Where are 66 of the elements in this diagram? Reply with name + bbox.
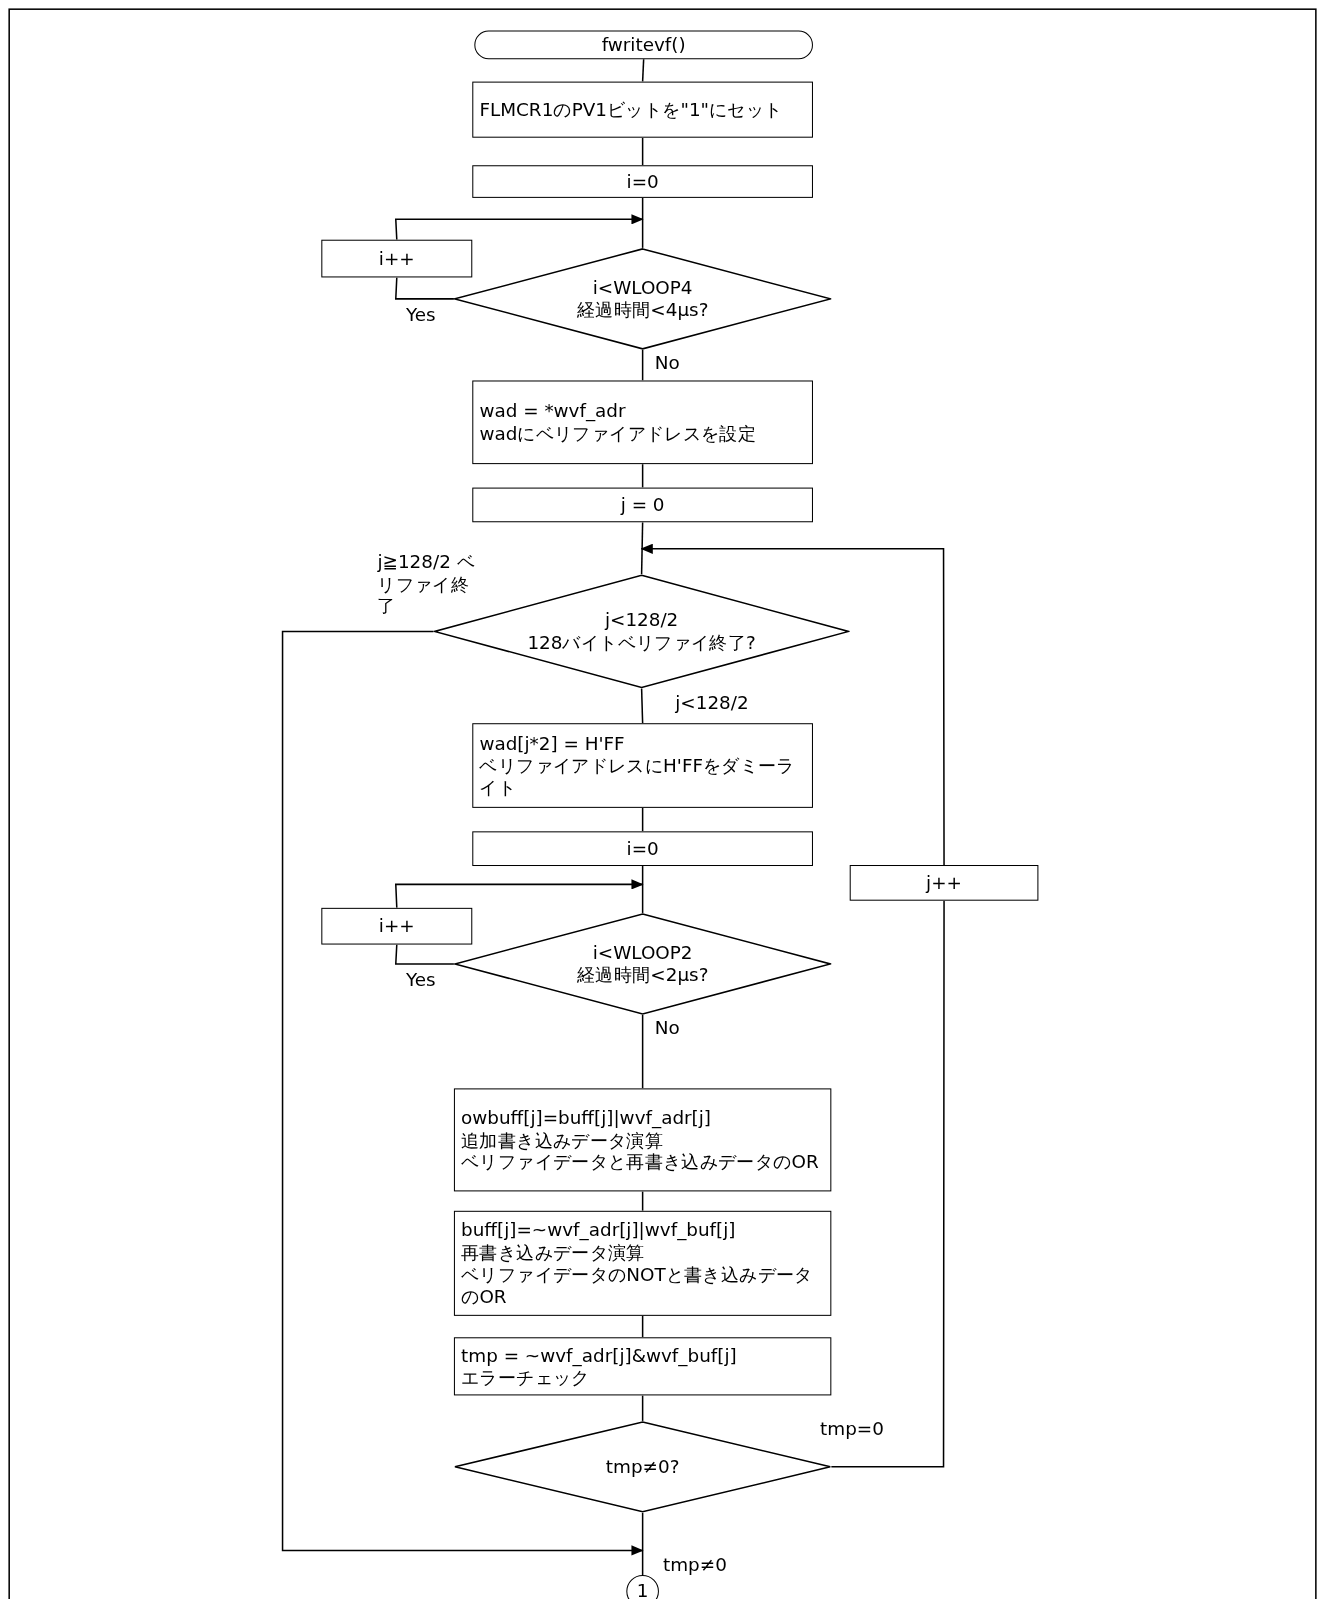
decision-diamond <box>453 247 832 350</box>
process-box <box>453 1337 832 1396</box>
connector-line <box>641 865 644 914</box>
step-text: fwritevf() <box>601 33 686 56</box>
step-text: 再書き込みデータ演算 <box>461 1241 646 1264</box>
condition-text: tmp≠0? <box>605 1455 680 1478</box>
step-text: wadにベリファイアドレスを設定 <box>479 422 758 445</box>
connector-line <box>641 1014 644 1090</box>
connector-line <box>641 349 644 382</box>
step-text: owbuff[j]=buff[j]|wvf_adr[j] <box>461 1106 713 1129</box>
step-text: 追加書き込みデータ演算 <box>461 1128 664 1151</box>
process-box <box>472 487 813 523</box>
connector-line <box>641 1190 644 1212</box>
step-text: ベリファイアドレスにH'FFをダミーライト <box>479 754 796 799</box>
step-text: j++ <box>924 871 963 894</box>
connector-line <box>394 943 455 965</box>
connector-line <box>394 276 455 300</box>
process-box <box>472 723 813 808</box>
connector-line <box>641 1315 644 1339</box>
condition-text: 128バイトベリファイ終了? <box>527 631 756 654</box>
process-box <box>849 865 1039 901</box>
connector-line <box>641 136 644 166</box>
connector-line <box>830 899 945 1468</box>
decision-diamond <box>433 574 850 689</box>
step-text: i++ <box>377 247 416 270</box>
condition-text: 経過時間<2μs? <box>576 963 709 986</box>
condition-text: j<128/2 <box>604 609 679 632</box>
connector-circle <box>626 1574 659 1599</box>
arrow <box>281 630 644 1556</box>
process-box <box>472 831 813 866</box>
step-text: i=0 <box>625 170 660 193</box>
connector-line <box>641 197 644 249</box>
process-box <box>472 81 813 138</box>
decision-diamond <box>453 912 832 1015</box>
step-text: j = 0 <box>619 493 666 516</box>
step-text: エラーチェック <box>461 1366 590 1389</box>
arrow <box>640 543 945 866</box>
process-box <box>453 1210 832 1316</box>
condition-text: 経過時間<4μs? <box>576 298 709 321</box>
terminator-box <box>474 30 813 60</box>
step-text: buff[j]=~wvf_adr[j]|wvf_buf[j] <box>461 1219 737 1242</box>
connector-line <box>641 807 644 833</box>
arrow <box>395 879 644 909</box>
condition-text: i<WLOOP2 <box>592 941 693 964</box>
step-text: i++ <box>377 915 416 938</box>
step-text: ベリファイデータと再書き込みデータのOR <box>461 1150 820 1173</box>
process-box <box>321 239 473 278</box>
process-box <box>453 1088 832 1192</box>
process-box <box>321 907 473 945</box>
step-text: tmp = ~wvf_adr[j]&wvf_buf[j] <box>461 1344 738 1367</box>
connector-line <box>640 521 644 576</box>
step-text: wad[j*2] = H'FF <box>479 732 626 755</box>
arrow <box>394 214 644 241</box>
connector-line <box>640 687 644 724</box>
step-text: wad = *wvf_adr <box>479 400 627 423</box>
step-text: 1 <box>636 1580 649 1599</box>
process-box <box>472 380 813 465</box>
connector-line <box>641 463 644 489</box>
process-box <box>472 165 813 198</box>
connector-line <box>641 1511 644 1576</box>
step-text: i=0 <box>625 837 660 860</box>
connector-line <box>641 58 645 83</box>
condition-text: i<WLOOP4 <box>592 276 693 299</box>
step-text: FLMCR1のPV1ビットを"1"にセット <box>479 98 784 121</box>
connector-line <box>641 1394 644 1422</box>
step-text: ベリファイデータのNOTと書き込みデータのOR <box>461 1263 814 1308</box>
